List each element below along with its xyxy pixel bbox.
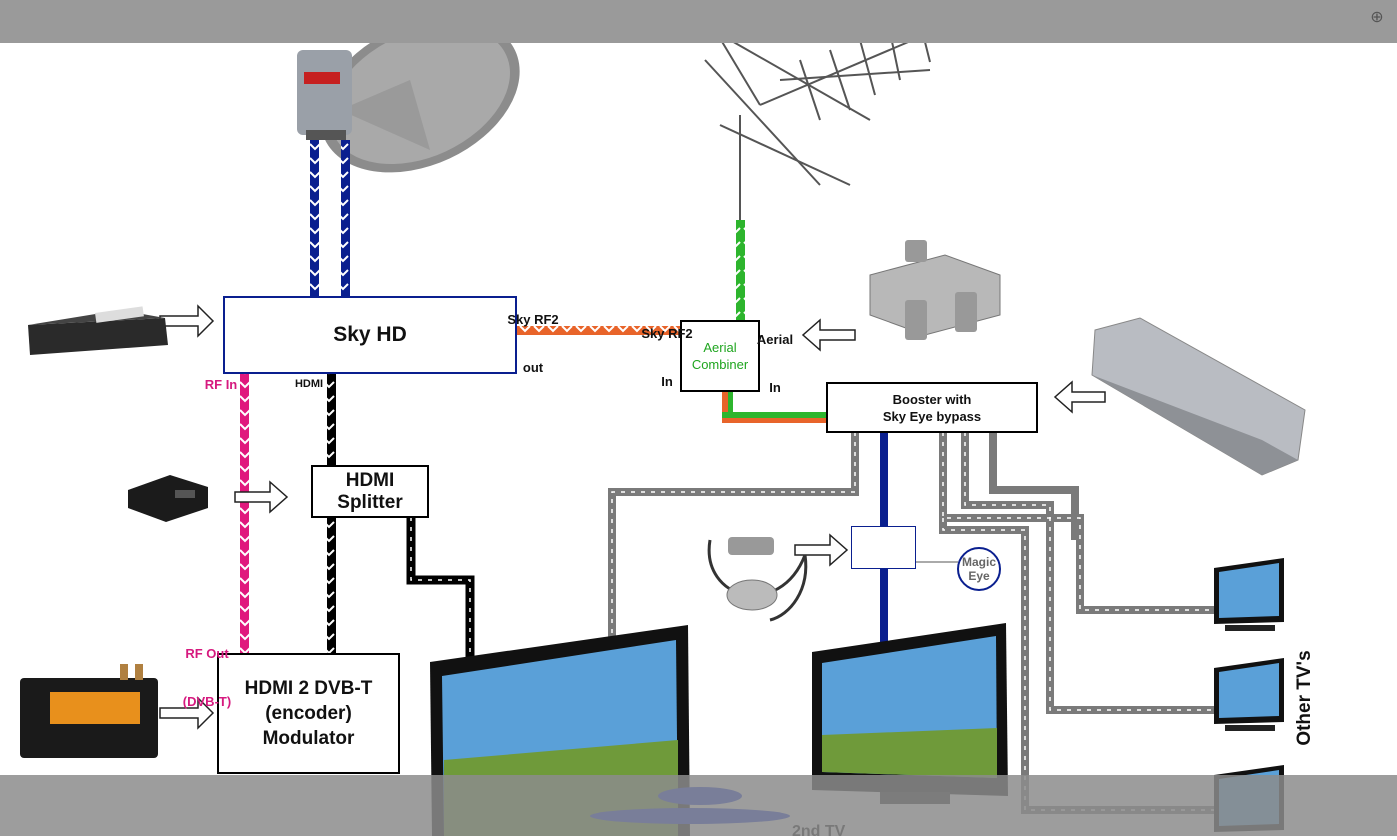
viewer-top-bar: ⊕ [0,0,1397,43]
aerial-combiner-label-line1: Aerial [703,340,737,355]
booster-device-icon [1091,317,1306,476]
magic-eye-label-line2: Eye [968,569,990,583]
hdmi-splitter-device-icon [128,475,208,522]
hdmi-splitter-box: HDMI Splitter [311,465,429,518]
modulator-device-icon [20,664,158,758]
booster-box: Booster with Sky Eye bypass [826,382,1038,433]
second-tv-icon [812,623,1008,804]
modulator-label-line2: (encoder) [265,703,352,724]
rf-in-label: RF In [204,377,238,392]
tv-aerial-icon [704,19,961,220]
other-tvs-label: Other TV's [1294,650,1315,746]
aerial-in-label: Aerial In [745,300,805,412]
magic-eye-device-icon [707,537,808,622]
modulator-label-line3: Modulator [262,728,355,749]
sky-rf2-out-label: Sky RF2 out [500,280,566,392]
hdmi-splitter-label-line2: Splitter [337,491,403,513]
aerial-in-line2: In [769,380,781,395]
hdmi-splitter-label-line1: HDMI [345,469,395,491]
sky-rf2-out-line1: Sky RF2 [507,312,559,327]
magic-eye-splitter-box [851,526,916,569]
sky-hd-label: Sky HD [333,323,407,346]
modulator-box: HDMI 2 DVB-T (encoder) Modulator [217,653,400,774]
booster-label-line2: Sky Eye bypass [882,408,982,424]
magic-eye-label-line1: Magic [961,555,996,569]
booster-label-line1: Booster with [892,391,972,407]
viewer-bottom-bar [0,775,1397,836]
sky-rf2-out-line2: out [522,360,544,375]
hdmi-label: HDMI [294,378,324,390]
rf-out-line1: RF Out [185,646,229,661]
zoom-in-icon[interactable]: ⊕ [1370,9,1384,26]
modulator-label-line1: HDMI 2 DVB-T [244,678,373,699]
aerial-splitter-device-icon [869,240,1001,340]
sky-rf2-in-line2: In [661,374,673,389]
aerial-combiner-box: Aerial Combiner [680,320,760,392]
aerial-in-line1: Aerial [756,332,794,347]
magic-eye-circle: Magic Eye [957,547,1001,591]
rf-out-line2: (DVB-T) [182,694,232,709]
sky-rf2-in-label: Sky RF2 In [634,294,700,406]
satellite-dish-icon [297,17,520,173]
aerial-combiner-label-line2: Combiner [691,357,749,372]
sky-hd-box: Sky HD [223,296,517,374]
sky-rf2-in-line1: Sky RF2 [641,326,693,341]
rf-out-label: RF Out (DVB-T) [172,614,242,726]
sky-box-icon [28,306,168,355]
